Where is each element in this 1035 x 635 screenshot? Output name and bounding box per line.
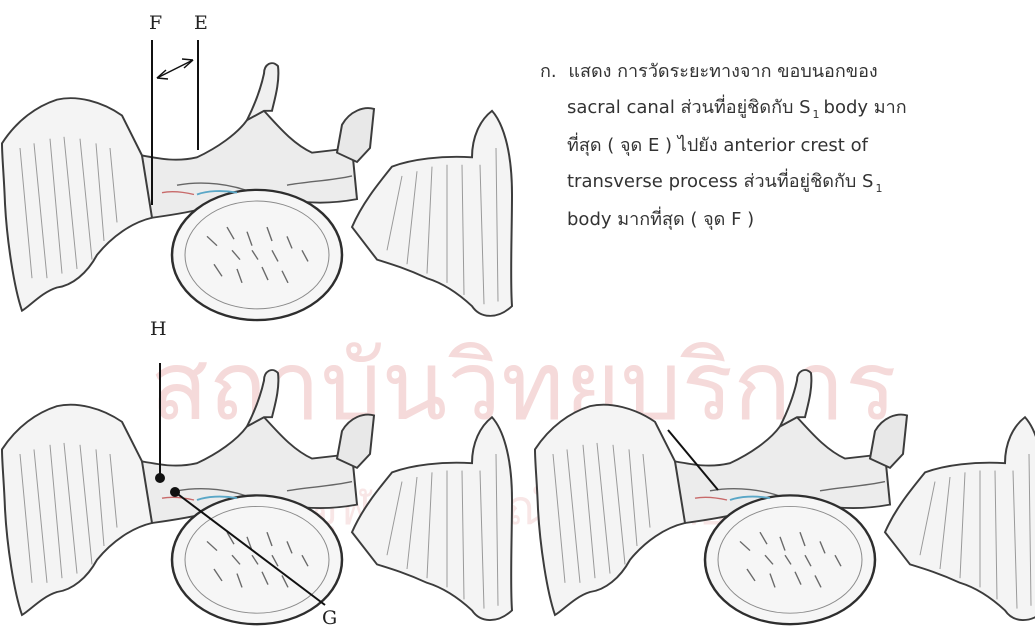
caption-sub-2: 1 (813, 108, 820, 121)
caption-text-5: body มากที่สุด ( จุด F ) (567, 209, 754, 230)
caption-text-3: ที่สุด ( จุด E ) ไปยัง anterior crest of (567, 135, 868, 156)
caption-text-2a: sacral canal ส่วนที่อยู่ชิดกับ S (567, 97, 811, 118)
caption-line-1: ก. แสดง การวัดระยะทางจาก ขอบนอกของ (540, 54, 1035, 90)
caption-text-2b: body มาก (824, 97, 907, 118)
caption-line-3: ที่สุด ( จุด E ) ไปยัง anterior crest of (540, 128, 1035, 164)
caption-text-1: แสดง การวัดระยะทางจาก ขอบนอกของ (568, 61, 877, 82)
caption-marker: ก. (540, 61, 557, 82)
caption-line-5: body มากที่สุด ( จุด F ) (540, 202, 1035, 238)
figure-caption: ก. แสดง การวัดระยะทางจาก ขอบนอกของ sacra… (540, 54, 1035, 238)
caption-text-4a: transverse process ส่วนที่อยู่ชิดกับ S (567, 171, 873, 192)
caption-sub-4: 1 (875, 182, 882, 195)
